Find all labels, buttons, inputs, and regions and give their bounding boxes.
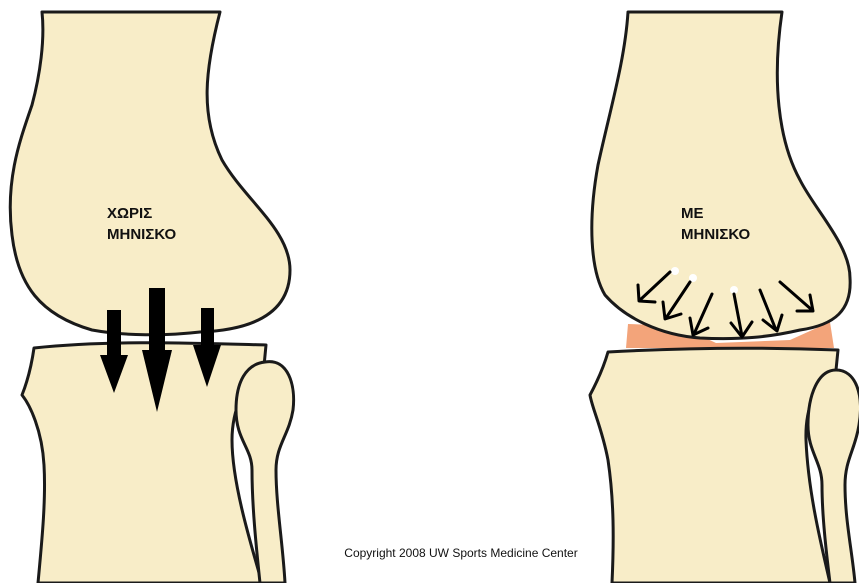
left-label-line2: ΜΗΝΙΣΚΟ: [107, 226, 176, 243]
left-knee: ΧΩΡΙΣ ΜΗΝΙΣΚΟ: [10, 12, 293, 583]
right-label-line1: ΜΕ: [681, 205, 704, 222]
left-label-line1: ΧΩΡΙΣ: [107, 205, 152, 222]
copyright-text: Copyright 2008 UW Sports Medicine Center: [344, 546, 577, 560]
left-tibia: [22, 343, 266, 583]
right-tibia: [590, 348, 838, 583]
right-femur: [592, 12, 850, 339]
left-femur: [10, 12, 290, 335]
right-knee: ΜΕ ΜΗΝΙΣΚΟ: [590, 12, 859, 583]
right-label-line2: ΜΗΝΙΣΚΟ: [681, 226, 750, 243]
right-dot-1: [671, 267, 679, 275]
